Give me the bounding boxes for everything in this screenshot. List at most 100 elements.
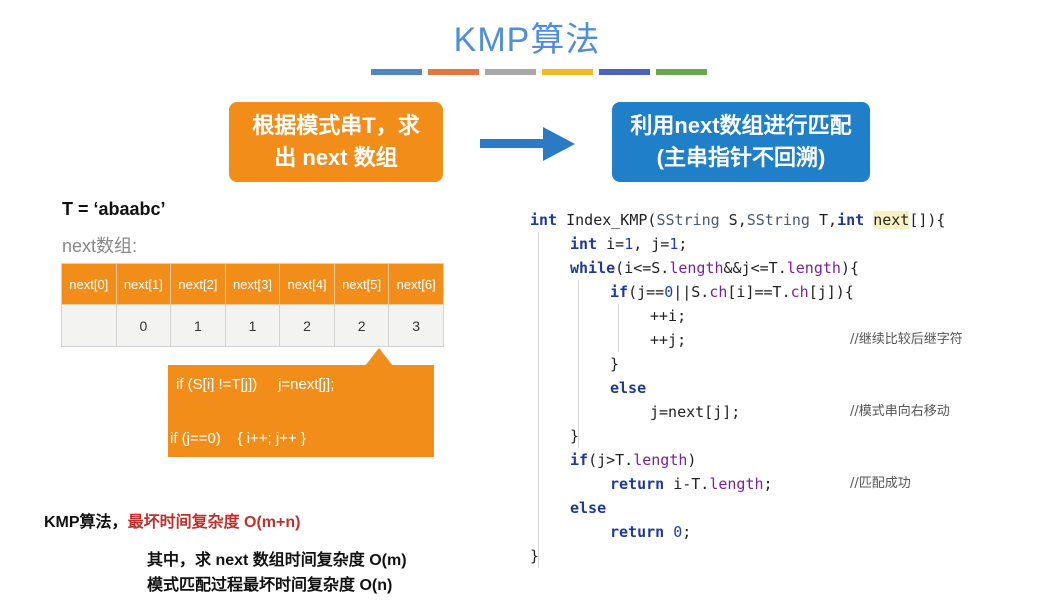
code-token: int — [570, 235, 598, 253]
code-token: i-T. — [664, 475, 710, 493]
code-line-12: return i-T.length; — [610, 472, 773, 496]
code-token: [i]==T. — [727, 283, 791, 301]
code-token: SString — [746, 211, 810, 229]
code-token: while — [570, 259, 616, 277]
next-header-cell: next[5] — [333, 263, 390, 305]
code-token: , j= — [633, 235, 670, 253]
step2-line2: (主串指针不回溯) — [656, 145, 826, 170]
pattern-definition: T = ‘abaabc’ — [62, 199, 166, 219]
code-token: 1 — [624, 235, 634, 253]
next-value-cell: 1 — [224, 304, 281, 347]
code-token-highlight: next — [873, 211, 910, 229]
code-line-4: if(j==0||S.ch[i]==T.ch[j]){ — [610, 280, 854, 304]
next-value-cell: 2 — [333, 304, 390, 347]
complexity-detail-2: 模式匹配过程最坏时间复杂度 O(n) — [147, 577, 393, 594]
next-header-cell: next[1] — [115, 263, 172, 305]
color-bar-segment-1 — [371, 69, 422, 75]
code-line-13: else — [570, 499, 607, 517]
next-table-value-row: 0 1 1 2 2 3 — [61, 304, 444, 347]
code-comment: //匹配成功 — [850, 476, 911, 491]
code-line-11: if(j>T.length) — [570, 448, 696, 472]
complexity-prefix: KMP算法， — [44, 514, 128, 531]
code-token: T, — [809, 211, 838, 229]
code-token: ; — [682, 523, 692, 541]
color-bar-segment-6 — [656, 69, 707, 75]
next-value-cell — [61, 304, 117, 347]
next-header-cell: next[0] — [61, 263, 117, 305]
next-array-label: next数组: — [62, 236, 138, 256]
code-token: return — [610, 523, 665, 541]
code-token: if — [570, 451, 589, 469]
code-comment: //继续比较后继字符 — [850, 332, 963, 347]
next-value-cell: 2 — [279, 304, 335, 347]
code-line-14: return 0; — [610, 520, 691, 544]
indent-guide — [538, 232, 539, 568]
code-line-9: j=next[j]; — [650, 403, 741, 421]
decorative-color-bar — [371, 69, 707, 75]
code-token: ) — [687, 451, 697, 469]
code-token: i= — [597, 235, 625, 253]
next-usage-callout: if (S[i] !=T[j]) j=next[j]; if (j==0) { … — [168, 365, 434, 457]
code-line-3: while(i<=S.length&&j<=T.length){ — [570, 256, 859, 280]
code-token: if — [610, 283, 629, 301]
code-line-15: } — [530, 547, 540, 565]
code-token: ||S. — [673, 283, 710, 301]
code-line-7: } — [610, 355, 620, 373]
next-header-cell: next[2] — [170, 263, 226, 305]
right-arrow-icon — [480, 139, 546, 148]
code-line-2: int i=1, j=1; — [570, 232, 687, 256]
next-table-header-row: next[0] next[1] next[2] next[3] next[4] … — [61, 263, 444, 305]
indent-guide — [618, 304, 619, 352]
next-header-cell: next[4] — [279, 263, 335, 305]
code-token: (j== — [628, 283, 665, 301]
code-line-6: ++j; — [650, 331, 687, 349]
step1-box: 根据模式串T，求 出 next 数组 — [229, 102, 443, 182]
code-token: 1 — [669, 235, 679, 253]
code-token: Index_KMP( — [557, 211, 657, 229]
next-value-cell: 3 — [388, 304, 444, 347]
callout-pointer — [365, 348, 393, 366]
page-title: KMP算法 — [453, 21, 601, 59]
callout-line1: if (S[i] !=T[j]) j=next[j]; — [176, 376, 335, 393]
code-token: ){ — [840, 259, 859, 277]
code-token: ; — [678, 235, 688, 253]
code-line-1: int Index_KMP(SString S,SString T,int ne… — [530, 208, 945, 232]
code-token: int — [837, 211, 865, 229]
color-bar-segment-5 — [599, 69, 650, 75]
next-array-table: next[0] next[1] next[2] next[3] next[4] … — [61, 263, 444, 347]
code-token: ; — [763, 475, 773, 493]
next-header-cell: next[6] — [388, 263, 444, 305]
code-token: length — [709, 475, 764, 493]
code-token — [864, 211, 873, 229]
color-bar-segment-2 — [428, 69, 479, 75]
code-token — [664, 523, 673, 541]
next-value-cell: 0 — [115, 304, 172, 347]
step1-line2: 出 next 数组 — [274, 145, 398, 170]
code-token: length — [786, 259, 841, 277]
complexity-detail-1: 其中，求 next 数组时间复杂度 O(m) — [147, 552, 407, 569]
code-token: [j]){ — [808, 283, 854, 301]
code-token: []){ — [909, 211, 946, 229]
complexity-worst: 最坏时间复杂度 O(m+n) — [127, 514, 301, 531]
callout-line2: if (j==0) { i++; j++ } — [170, 430, 306, 447]
code-token: 0 — [664, 283, 674, 301]
code-line-10: } — [570, 427, 580, 445]
code-token: SString — [656, 211, 720, 229]
code-token: ch — [790, 283, 809, 301]
color-bar-segment-3 — [485, 69, 536, 75]
code-token: &&j<=T. — [723, 259, 787, 277]
next-value-cell: 1 — [170, 304, 226, 347]
step2-line1: 利用next数组进行匹配 — [630, 113, 852, 138]
code-token: length — [633, 451, 688, 469]
code-token: 0 — [673, 523, 683, 541]
complexity-summary: KMP算法，最坏时间复杂度 O(m+n) — [44, 508, 300, 532]
code-token: (i<=S. — [615, 259, 670, 277]
code-token: int — [530, 211, 558, 229]
step1-line1: 根据模式串T，求 — [252, 113, 420, 138]
code-line-8: else — [610, 379, 647, 397]
code-token: S, — [719, 211, 747, 229]
code-comment: //模式串向右移动 — [850, 404, 950, 419]
next-header-cell: next[3] — [224, 263, 281, 305]
code-token: (j>T. — [588, 451, 634, 469]
step2-box: 利用next数组进行匹配 (主串指针不回溯) — [612, 102, 870, 182]
